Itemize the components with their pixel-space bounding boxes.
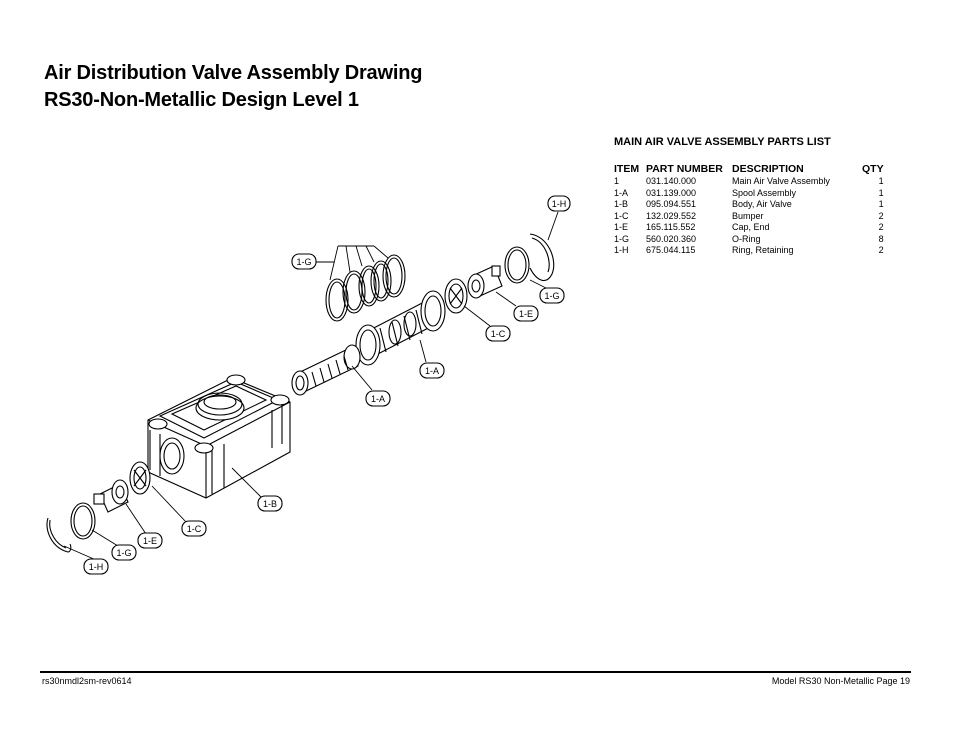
item-cell: 1-A <box>614 187 629 198</box>
part-number-cell: 031.139.000 <box>646 187 697 198</box>
part-number-cell: 675.044.115 <box>646 245 696 255</box>
callout-1h-top: 1-H <box>547 195 571 212</box>
footer-divider <box>40 671 911 673</box>
left-end-cap-part <box>93 479 129 513</box>
item-cell: 1 <box>614 176 620 186</box>
callout-1h-left: 1-H <box>83 558 109 575</box>
parts-list-header-row: ITEM PART NUMBER DESCRIPTION QTY <box>612 163 886 176</box>
qty-cell: 1 <box>878 176 884 186</box>
qty-cell: 2 <box>878 245 884 255</box>
callout-1e-left-text: 1-E <box>143 536 157 546</box>
callout-1e-left: 1-E <box>137 532 163 549</box>
right-retaining-ring-part <box>529 233 555 282</box>
item-cell: 1-H <box>614 245 629 255</box>
item-cell: 1-C <box>614 210 629 221</box>
part-number-cell: 165.115.552 <box>646 222 696 232</box>
parts-list-title: MAIN AIR VALVE ASSEMBLY PARTS LIST <box>614 136 831 148</box>
spool-part <box>291 344 361 396</box>
callout-1a-lower-text: 1-A <box>371 394 385 404</box>
header-item: ITEM <box>614 163 640 175</box>
upper-o-rings-part <box>325 254 406 322</box>
page-title: Air Distribution Valve Assembly Drawing … <box>44 60 422 114</box>
spool-sleeve-part <box>355 290 446 366</box>
footer-document-code: rs30nmdl2sm-rev0614 <box>42 676 132 686</box>
qty-cell: 2 <box>878 222 884 232</box>
qty-cell: 8 <box>878 233 884 244</box>
callout-1c-left-text: 1-C <box>187 524 202 534</box>
part-number-cell: 095.094.551 <box>646 199 697 209</box>
callout-1g-left: 1-G <box>111 544 137 561</box>
callout-1h-left-text: 1-H <box>89 562 104 572</box>
qty-cell: 2 <box>878 210 884 221</box>
callout-1b: 1-B <box>257 495 283 512</box>
qty-cell: 1 <box>878 199 884 209</box>
right-o-ring-part <box>504 246 530 284</box>
callout-1c-right-text: 1-C <box>491 329 506 339</box>
item-cell: 1-G <box>614 233 630 244</box>
table-row: 1-E 165.115.552 Cap, End 2 <box>612 222 886 234</box>
parts-list-table: ITEM PART NUMBER DESCRIPTION QTY 1 031.1… <box>612 163 886 257</box>
callout-1g-left-text: 1-G <box>116 548 131 558</box>
callout-1a-upper-text: 1-A <box>425 366 439 376</box>
part-number-cell: 132.029.552 <box>646 210 697 221</box>
description-cell: Spool Assembly <box>732 187 797 198</box>
item-cell: 1-E <box>614 222 629 232</box>
left-o-ring-part <box>70 502 96 540</box>
callout-1a-upper: 1-A <box>419 362 445 379</box>
callout-1g-top: 1-G <box>291 253 317 270</box>
table-row: 1-H 675.044.115 Ring, Retaining 2 <box>612 245 886 257</box>
table-row: 1-B 095.094.551 Body, Air Valve 1 <box>612 199 886 211</box>
table-row: 1-A 031.139.000 Spool Assembly 1 <box>612 188 886 200</box>
table-row: 1-G 560.020.360 O-Ring 8 <box>612 234 886 246</box>
item-cell: 1-B <box>614 199 629 209</box>
description-cell: Bumper <box>732 210 764 221</box>
description-cell: Ring, Retaining <box>732 245 794 255</box>
part-number-cell: 560.020.360 <box>646 233 697 244</box>
callout-1e-right-text: 1-E <box>519 309 533 319</box>
callout-1a-lower: 1-A <box>365 390 391 407</box>
qty-cell: 1 <box>878 187 884 198</box>
header-part-number: PART NUMBER <box>646 163 723 175</box>
page-title-line-1: Air Distribution Valve Assembly Drawing <box>44 62 423 84</box>
description-cell: Main Air Valve Assembly <box>732 176 830 186</box>
table-row: 1-C 132.029.552 Bumper 2 <box>612 211 886 223</box>
header-description: DESCRIPTION <box>732 163 804 175</box>
left-retaining-ring-part <box>46 517 72 553</box>
callout-1b-text: 1-B <box>263 499 277 509</box>
page-title-line-2: RS30-Non-Metallic Design Level 1 <box>44 89 359 111</box>
callout-1g-right: 1-G <box>539 287 565 304</box>
part-number-cell: 031.140.000 <box>646 176 697 186</box>
callout-1g-right-text: 1-G <box>544 291 559 301</box>
description-cell: Cap, End <box>732 222 770 232</box>
leader-lines <box>63 211 559 561</box>
description-cell: O-Ring <box>732 233 761 244</box>
description-cell: Body, Air Valve <box>732 199 792 209</box>
callout-1g-top-text: 1-G <box>296 257 311 267</box>
callout-1e-right: 1-E <box>513 305 539 322</box>
valve-body-part <box>147 374 291 499</box>
footer-page-info: Model RS30 Non-Metallic Page 19 <box>771 676 910 686</box>
right-bumper-part <box>444 278 468 314</box>
left-bumper-part <box>129 461 151 495</box>
callout-1h-top-text: 1-H <box>552 199 567 209</box>
table-row: 1 031.140.000 Main Air Valve Assembly 1 <box>612 176 886 188</box>
header-qty: QTY <box>862 163 884 175</box>
callout-1c-right: 1-C <box>485 325 511 342</box>
callout-1c-left: 1-C <box>181 520 207 537</box>
right-end-cap-part <box>467 265 503 299</box>
